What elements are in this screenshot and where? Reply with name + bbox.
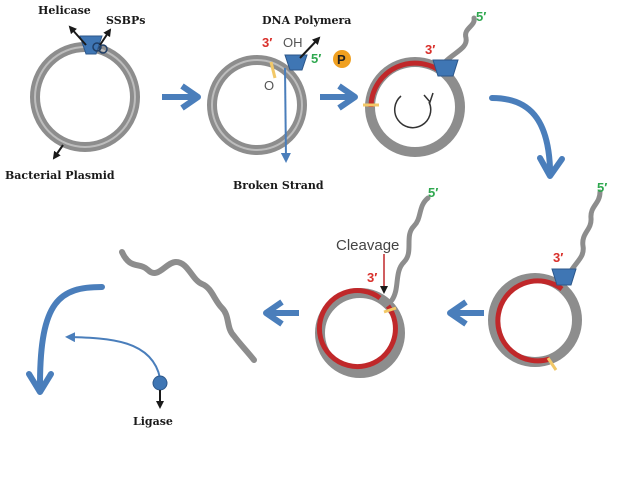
phosphate-label: P — [337, 52, 346, 67]
new-strand-5 — [316, 288, 398, 370]
polymerase-shape-1 — [284, 54, 308, 71]
nick-mark-6 — [546, 357, 558, 371]
rotation-arrow — [394, 95, 432, 129]
plasmid-circle-1-inner — [34, 46, 136, 148]
polymerase-pointer — [299, 36, 321, 59]
prime3-label-2: 3′ — [425, 42, 435, 57]
plasmid-pointer — [52, 144, 64, 160]
linear-strand — [119, 249, 257, 363]
ligase-arrow — [65, 332, 161, 379]
nick-mark-5 — [383, 306, 397, 314]
ssbp-pointer — [99, 28, 112, 46]
arrow-left-2 — [263, 299, 299, 327]
prime3-label-3: 3′ — [553, 250, 563, 265]
ssbp-icon-b — [98, 44, 108, 54]
broken-strand-label: Broken Strand — [233, 179, 324, 192]
plasmid-circle-6 — [488, 273, 582, 367]
ssbps-label: SSBPs — [106, 14, 145, 27]
prime5-label-4: 5′ — [428, 185, 438, 200]
helicase-pointer — [68, 25, 87, 46]
dna-polymerase-label: DNA Polymera — [262, 14, 351, 27]
ligase-label: Ligase — [133, 415, 173, 428]
bacterial-plasmid-label: Bacterial Plasmid — [5, 169, 115, 182]
arrow-left-1 — [447, 299, 484, 327]
helicase-shape — [79, 35, 103, 55]
tail-strand-3 — [442, 15, 477, 65]
tail-strand-5 — [389, 195, 431, 303]
arrow-1 — [162, 83, 201, 111]
ligase-icon — [152, 375, 168, 391]
panel-2-broken-strand: 3′ OH O 5′ P DNA Polymera Broken Strand — [207, 14, 351, 192]
prime5-label-2: 5′ — [476, 9, 486, 24]
panel-1-plasmid: Helicase SSBPs Bacterial Plasmid — [5, 4, 145, 182]
prime5-label-1: 5′ — [311, 51, 321, 66]
phosphate-icon — [333, 50, 351, 68]
ssbp-icon-a — [92, 42, 102, 52]
cleavage-label: Cleavage — [336, 237, 399, 254]
oh-label: OH — [283, 35, 303, 50]
new-strand-3 — [368, 60, 446, 108]
panel-5-cleavage: Cleavage 3′ 5′ — [315, 185, 438, 378]
polymerase-shape-3 — [551, 268, 577, 286]
plasmid-circle-5 — [315, 288, 405, 378]
prime3-label-1: 3′ — [262, 35, 272, 50]
o-label: O — [264, 78, 274, 93]
broken-strand-pointer — [280, 67, 291, 163]
arrow-curve-left — [26, 284, 105, 395]
panel-4-linear-strand — [119, 249, 257, 363]
tail-strand-6 — [565, 189, 603, 279]
new-strand-6 — [495, 278, 564, 364]
panel-3-rolling-circle: 3′ 5′ — [363, 9, 486, 157]
prime3-label-4: 3′ — [367, 270, 377, 285]
panel-6-long-tail: 3′ 5′ — [488, 180, 607, 371]
helicase-label: Helicase — [38, 4, 91, 17]
plasmid-circle-2-inner — [211, 59, 303, 151]
prime5-label-3: 5′ — [597, 180, 607, 195]
nick-mark-1 — [269, 61, 277, 79]
rotation-arrowhead — [423, 92, 434, 104]
polymerase-shape-2 — [432, 59, 459, 77]
arrow-curve-down — [489, 95, 565, 179]
arrow-2 — [320, 83, 358, 111]
ligase-group: Ligase — [65, 332, 173, 428]
